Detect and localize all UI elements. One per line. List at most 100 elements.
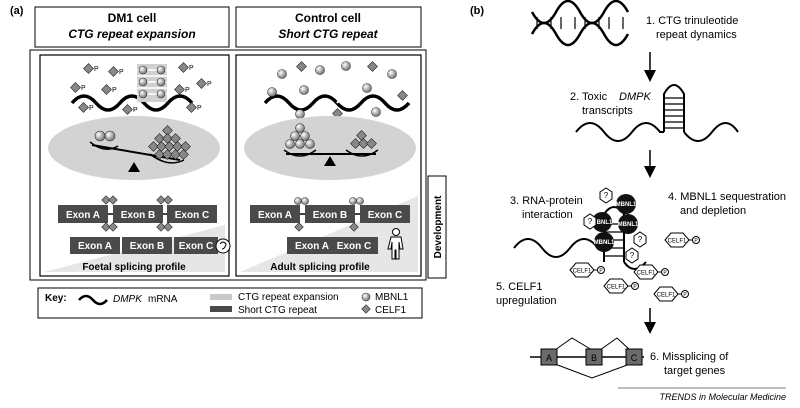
step4-line1: 4. MBNL1 sequestration bbox=[668, 191, 786, 203]
dm1-subtitle: CTG repeat expansion bbox=[68, 27, 195, 41]
control-right-pan bbox=[345, 149, 379, 157]
dm1-title: DM1 cell bbox=[108, 11, 157, 25]
control-subtitle: Short CTG repeat bbox=[278, 27, 378, 41]
key-mbnl1-icon bbox=[361, 292, 371, 302]
dm1-right-celf1-pile bbox=[148, 125, 191, 160]
control-right-celf1-pile bbox=[350, 130, 377, 149]
control-header-box bbox=[235, 6, 422, 48]
toxic-transcript-wave bbox=[575, 122, 664, 142]
control-free-mbnl1 bbox=[267, 61, 397, 119]
control-balance-bg bbox=[244, 116, 416, 180]
step3-line1: 3. RNA-protein bbox=[510, 195, 583, 207]
svg-text:?: ? bbox=[604, 191, 609, 200]
step5-line2: upregulation bbox=[496, 295, 557, 307]
unknown-protein-labels: ? ? ? ? bbox=[588, 191, 643, 260]
control-title: Control cell bbox=[295, 11, 361, 25]
control-exon-mbnl1 bbox=[294, 197, 364, 205]
dm1-exon-row-bottom: Exon A Exon B Exon C bbox=[70, 237, 218, 254]
dm1-right-pan bbox=[149, 153, 185, 164]
step1-line1: 1. CTG trinuleotide bbox=[646, 15, 738, 27]
control-left-mbnl1-pile bbox=[285, 123, 315, 149]
dm1-profile: Foetal splicing profile bbox=[82, 262, 186, 273]
svg-text:P: P bbox=[189, 65, 194, 72]
svg-text:P: P bbox=[89, 105, 94, 112]
key-expansion: CTG repeat expansion bbox=[238, 292, 339, 303]
key-mrna-icon bbox=[78, 294, 108, 306]
control-exon-row-bottom: Exon A Exon C bbox=[287, 237, 378, 254]
svg-text:CELF1: CELF1 bbox=[668, 239, 687, 245]
control-left-pan bbox=[283, 149, 317, 157]
control-exon-c-top: Exon C bbox=[368, 210, 402, 221]
svg-text:?: ? bbox=[630, 251, 635, 260]
dm1-exon-b-bottom: Exon B bbox=[130, 241, 164, 252]
step3-line2: interaction bbox=[522, 209, 573, 221]
control-profile: Adult splicing profile bbox=[270, 262, 370, 273]
splice-exon-b: B bbox=[591, 353, 597, 363]
step6-line2: target genes bbox=[664, 365, 726, 377]
key-expansion-swatch bbox=[210, 294, 232, 300]
dm1-exon-c-bottom: Exon C bbox=[179, 241, 213, 252]
svg-text:P: P bbox=[683, 292, 687, 298]
dm1-exon-a-top: Exon A bbox=[66, 210, 100, 221]
step2-line2: transcripts bbox=[582, 105, 633, 117]
svg-text:CELF1: CELF1 bbox=[573, 269, 592, 275]
hairpin-rungs bbox=[664, 97, 684, 129]
splice-exon-c: C bbox=[631, 353, 638, 363]
adult-icon bbox=[387, 228, 404, 260]
svg-text:P: P bbox=[133, 107, 138, 114]
dm1-exon-row-top: Exon A Exon B Exon C bbox=[58, 205, 217, 223]
dm1-exon-c-top: Exon C bbox=[175, 210, 209, 221]
dm1-left-pan bbox=[89, 141, 119, 150]
key-short-swatch bbox=[210, 306, 232, 312]
toxic-transcript-tail bbox=[683, 122, 739, 142]
dm1-exon-b-top: Exon B bbox=[121, 210, 155, 221]
svg-text:MBNL1: MBNL1 bbox=[616, 202, 637, 208]
svg-text:?: ? bbox=[588, 217, 593, 226]
development-box bbox=[427, 175, 447, 279]
svg-text:CELF1: CELF1 bbox=[657, 293, 676, 299]
panel-b-label: (b) bbox=[470, 5, 484, 17]
dna-helix-icon bbox=[530, 0, 630, 47]
fetus-icon bbox=[215, 238, 231, 254]
interaction-wave-left bbox=[513, 238, 599, 258]
svg-text:P: P bbox=[119, 69, 124, 76]
key-mrna: mRNA bbox=[148, 294, 178, 305]
step1-line2: repeat dynamics bbox=[656, 29, 737, 41]
dm1-exon-celf1 bbox=[101, 195, 173, 232]
svg-text:CELF1: CELF1 bbox=[607, 285, 626, 291]
svg-text:MBNL1: MBNL1 bbox=[618, 222, 639, 228]
svg-text:MBNL1: MBNL1 bbox=[594, 240, 615, 246]
svg-text:P: P bbox=[633, 284, 637, 290]
svg-text:CELF1: CELF1 bbox=[637, 271, 656, 277]
panel-a-label: (a) bbox=[10, 5, 24, 17]
control-fulcrum bbox=[324, 156, 336, 166]
control-exon-row-top: Exon A Exon B Exon C bbox=[250, 205, 410, 223]
celf1-hexagons: CELF1 P CELF1 P CELF1 P CELF1 P CELF1 P bbox=[569, 232, 700, 302]
interaction-wave-right bbox=[623, 261, 647, 270]
control-free-celf1 bbox=[296, 61, 408, 119]
development-label: Development bbox=[433, 195, 444, 258]
key-celf1-icon bbox=[361, 304, 371, 314]
credit: TRENDS in Molecular Medicine bbox=[659, 392, 786, 402]
control-exon-celf1 bbox=[294, 222, 359, 232]
dm1-mrna bbox=[70, 94, 194, 112]
svg-text:P: P bbox=[663, 270, 667, 276]
svg-text:P: P bbox=[81, 85, 86, 92]
svg-text:P: P bbox=[112, 87, 117, 94]
step6-line1: 6. Missplicing of bbox=[650, 351, 729, 363]
key-title: Key: bbox=[45, 293, 67, 304]
dm1-phospho-labels: P P P P P P P P P P bbox=[81, 65, 212, 114]
svg-text:P: P bbox=[599, 268, 603, 274]
step4-line2: and depletion bbox=[680, 205, 746, 217]
dm1-stem-mbnl1 bbox=[138, 65, 166, 99]
dm1-left-mbnl1 bbox=[94, 130, 116, 142]
mbnl1-sequestered bbox=[592, 194, 638, 252]
key-mbnl1: MBNL1 bbox=[375, 292, 409, 303]
dm1-header-box bbox=[34, 6, 230, 48]
control-exon-b-top: Exon B bbox=[313, 210, 347, 221]
svg-text:P: P bbox=[197, 105, 202, 112]
svg-text:P: P bbox=[207, 81, 212, 88]
dm1-exon-a-bottom: Exon A bbox=[78, 241, 112, 252]
unknown-proteins bbox=[583, 187, 647, 264]
